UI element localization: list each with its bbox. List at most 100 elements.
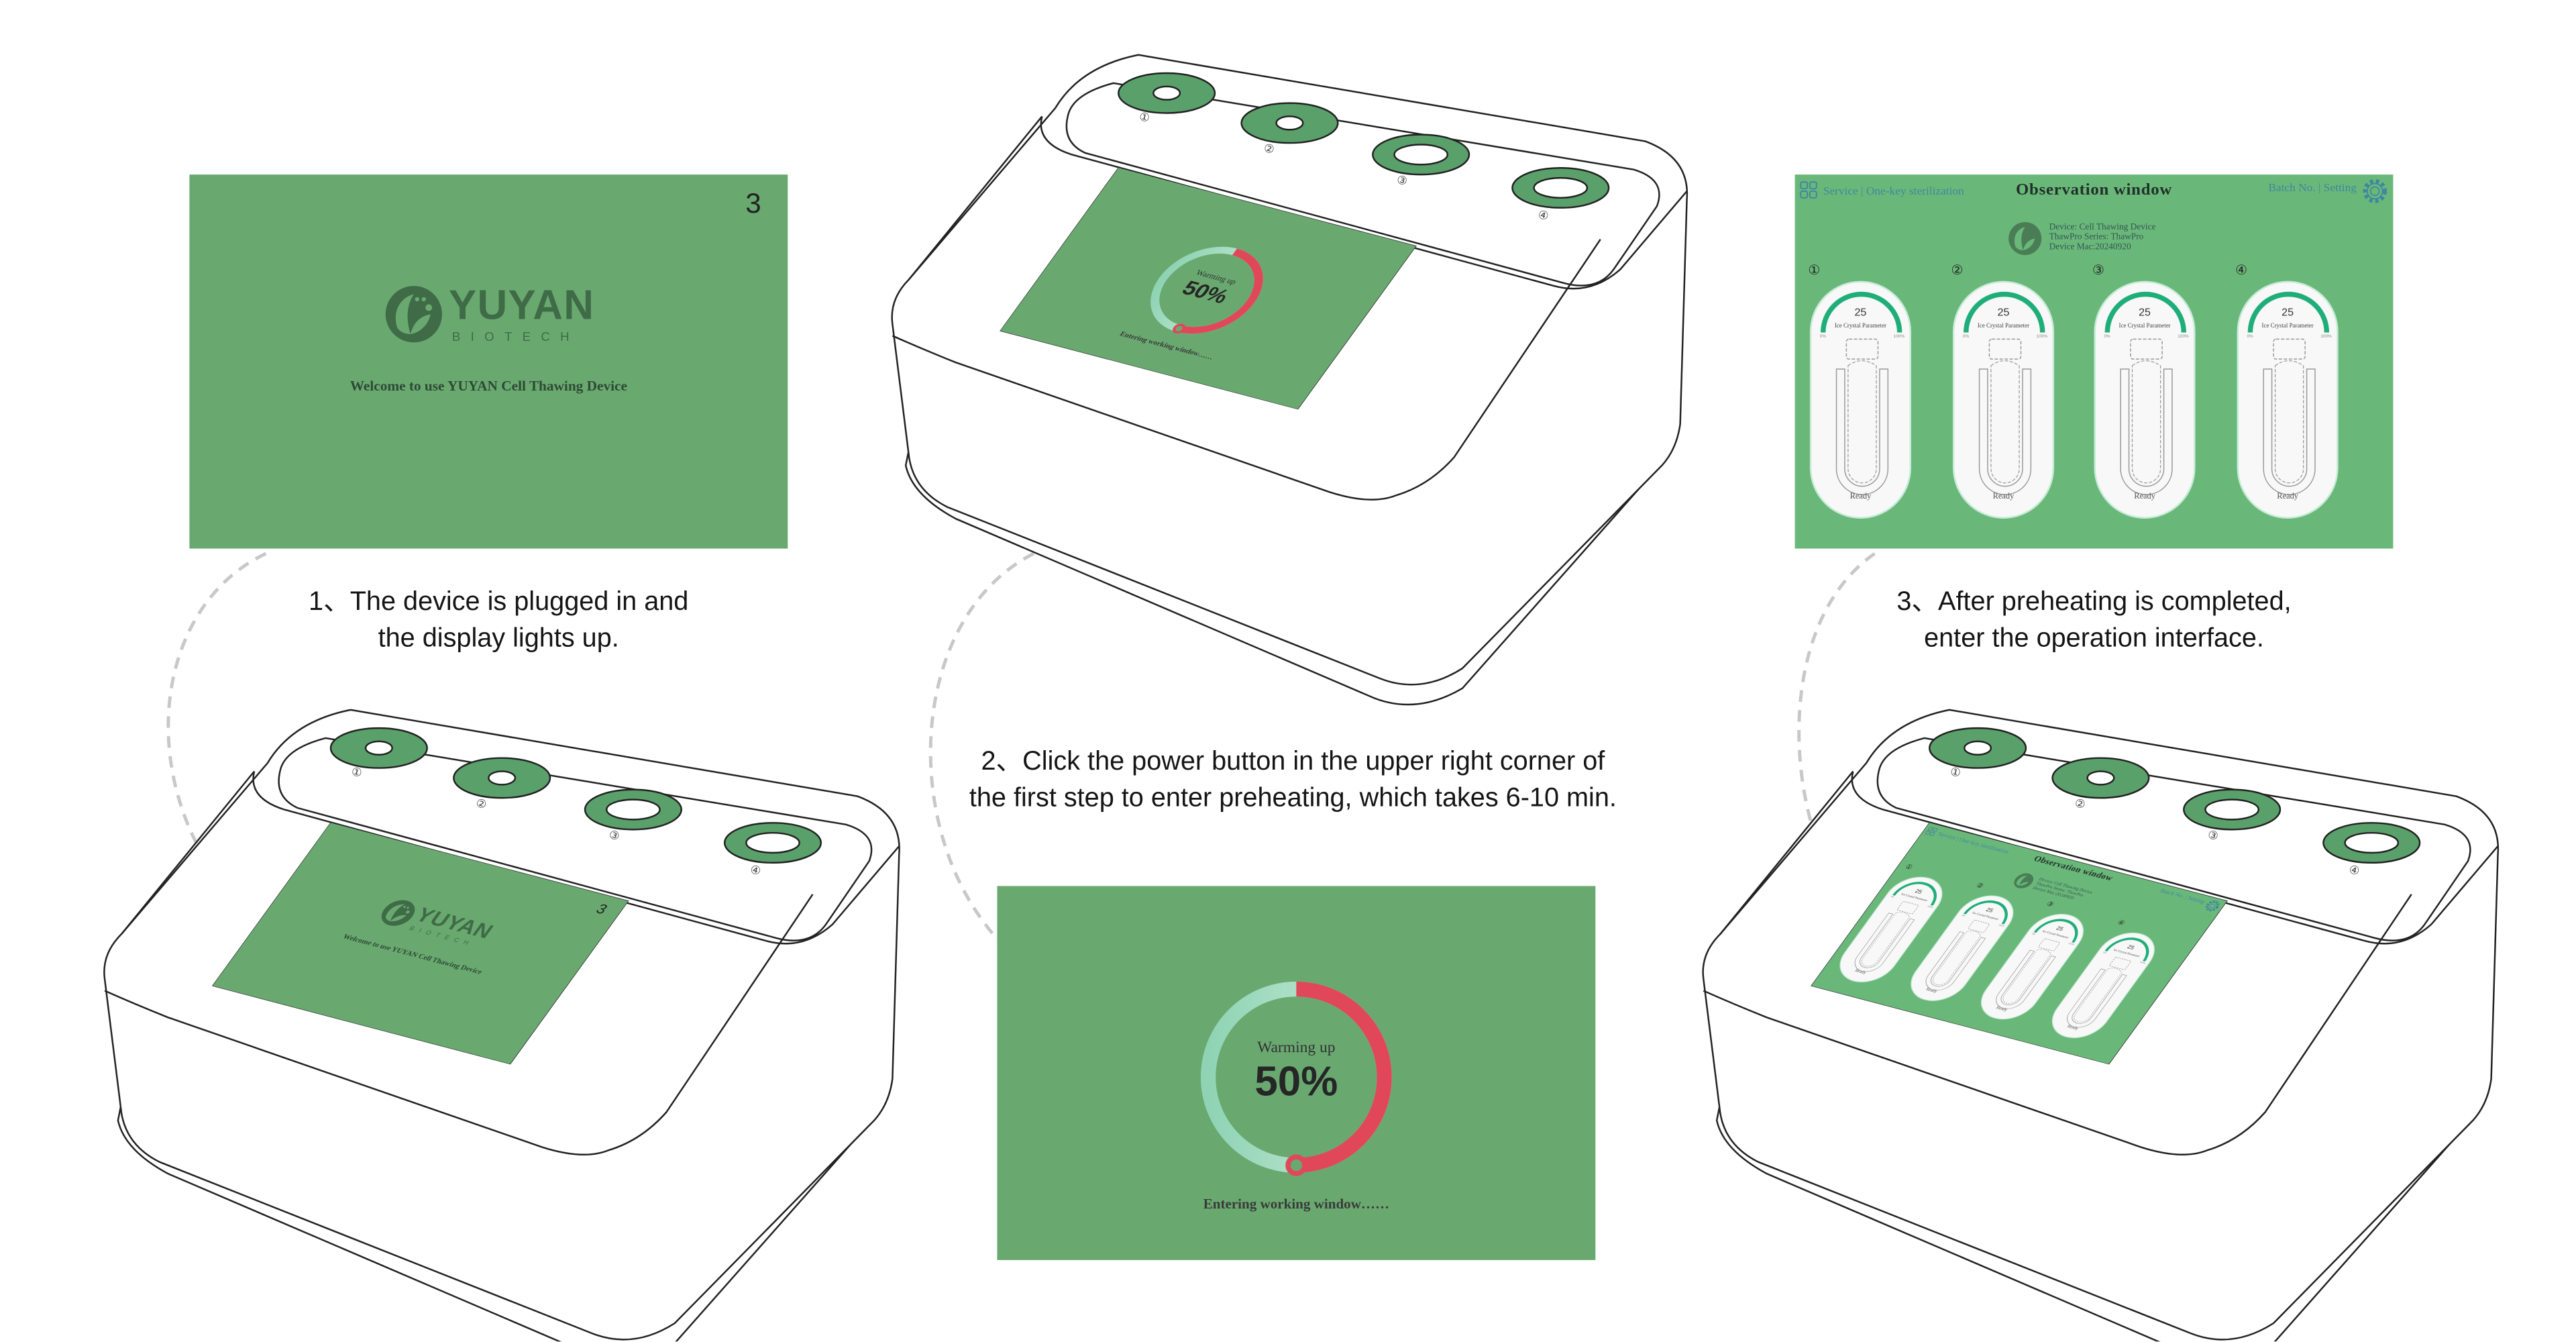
gauge-max: 100% — [1893, 333, 1905, 340]
slot-status: Ready — [1992, 493, 2015, 503]
service-grid-icon — [1925, 827, 1938, 836]
step3-caption: 3、After preheating is completed, enter t… — [1762, 585, 2426, 658]
well-number: ① — [1138, 110, 1151, 125]
ice-crystal-gauge — [2104, 291, 2187, 333]
gear-icon[interactable] — [2360, 176, 2390, 207]
tube-gauge-graphic — [2104, 291, 2187, 495]
device-display-content: 3 YUYAN BIOTECH Welcome to use YUYAN Cel… — [213, 823, 629, 1064]
ice-crystal-label: Ice Crystal Parameter — [1977, 322, 2030, 329]
slot-number: ② — [1951, 262, 1964, 278]
well-number: ③ — [607, 828, 621, 843]
ice-crystal-gauge — [1820, 291, 1902, 333]
well-number: ① — [350, 765, 363, 780]
yuyan-logo-icon — [381, 900, 415, 926]
well-hole — [1533, 176, 1589, 199]
connector-arc-1 — [166, 552, 267, 899]
progress-knob — [1173, 323, 1186, 334]
ice-crystal-gauge — [1964, 291, 2045, 333]
gauge-min: 0% — [2104, 333, 2110, 340]
ice-crystal-label: Ice Crystal Parameter — [1834, 322, 1887, 329]
warming-progress-ring — [1150, 246, 1263, 334]
slot-status: Ready — [1849, 493, 1872, 503]
warming-up-screen: Warming up 50% Entering working window…… — [997, 886, 1596, 1260]
progress-arc — [1177, 248, 1263, 334]
brand-name: YUYAN — [448, 282, 595, 329]
ice-crystal-label: Ice Crystal Parameter — [2118, 322, 2171, 329]
welcome-screen: 3 YUYAN BIOTECH Welcome to use YUYAN Cel… — [189, 174, 788, 549]
gauge-min: 0% — [2247, 333, 2253, 340]
well-hole — [745, 831, 800, 854]
caption-line: 2、Click the power button in the upper ri… — [981, 747, 1605, 776]
slot-number: ④ — [2116, 919, 2127, 927]
slot-number: ① — [1808, 262, 1821, 278]
well-hole — [1393, 144, 1449, 166]
tube-gauge-graphic — [1854, 882, 1937, 972]
brand-subtitle: BIOTECH — [451, 329, 580, 344]
device-info: Device: Cell Thawing Device ThawPro Seri… — [2031, 877, 2094, 905]
device-lid — [1851, 771, 2499, 945]
connector-arc-3 — [1797, 552, 1876, 869]
device-lid — [1040, 116, 1688, 290]
connector-arc-2 — [928, 552, 1035, 949]
slot-number: ① — [1903, 863, 1915, 872]
service-links[interactable]: Service | One-key sterilization — [1924, 827, 2011, 856]
service-link-text[interactable]: Service | One-key sterilization — [1823, 183, 1964, 197]
well-hole — [364, 740, 393, 756]
device-name: Device: Cell Thawing Device — [2049, 222, 2156, 233]
tube-gauge-graphic — [1996, 919, 2078, 1009]
tube-gauge-graphic — [2067, 937, 2149, 1028]
progress-arc — [1296, 981, 1392, 1173]
device-info: Device: Cell Thawing Device ThawPro Seri… — [2049, 223, 2156, 254]
device-lid — [252, 771, 900, 945]
well-hole — [1964, 740, 1992, 756]
ice-crystal-gauge — [2104, 937, 2149, 962]
well-number: ③ — [2206, 828, 2220, 843]
ice-crystal-value: 25 — [2139, 307, 2151, 319]
gauge-max: 100% — [2178, 333, 2189, 340]
well-hole — [2344, 831, 2400, 854]
tube-gauge-graphic — [2247, 291, 2330, 495]
well-number: ② — [474, 796, 488, 812]
gauge-min: 0% — [1962, 333, 1970, 340]
device-series: ThawPro Series: ThawPro — [2049, 233, 2144, 244]
gauge-min: 0% — [1819, 333, 1827, 340]
slot-number: ② — [1974, 881, 1986, 890]
slot-number: ④ — [2235, 262, 2247, 278]
warming-label: Warming up — [1257, 1040, 1336, 1057]
yuyan-logo-icon — [385, 286, 442, 343]
step2-caption: 2、Click the power button in the upper ri… — [877, 745, 1709, 818]
countdown-number: 3 — [745, 187, 761, 220]
tube-gauge-graphic — [1964, 291, 2045, 495]
gear-icon[interactable] — [2200, 897, 2224, 914]
service-grid-icon — [1800, 181, 1817, 199]
warming-status: Entering working window…… — [1203, 1195, 1390, 1212]
tube-gauge-graphic — [1925, 900, 2008, 991]
service-links[interactable]: Service | One-key sterilization — [1800, 181, 1964, 199]
ice-crystal-value: 25 — [1854, 307, 1867, 319]
yuyan-logo-icon — [2014, 873, 2034, 888]
observation-title: Observation window — [2016, 181, 2173, 200]
caption-line: the first step to enter preheating, whic… — [969, 784, 1617, 813]
countdown-number: 3 — [592, 901, 611, 917]
device-mac: Device Mac:20240920 — [2049, 243, 2131, 254]
caption-line: 3、After preheating is completed, — [1896, 588, 2292, 617]
tube-gauge-graphic — [1820, 291, 1902, 495]
well-number: ② — [2074, 796, 2087, 812]
slot-number: ③ — [2092, 262, 2104, 278]
slot-status: Ready — [2277, 493, 2298, 503]
batch-setting-links[interactable]: Batch No. | Setting — [2268, 181, 2357, 195]
caption-line: the display lights up. — [378, 625, 619, 654]
well-hole — [2086, 770, 2115, 786]
welcome-text: Welcome to use YUYAN Cell Thawing Device — [350, 377, 627, 395]
ice-crystal-gauge — [1892, 882, 1937, 906]
progress-knob — [1285, 1154, 1307, 1176]
